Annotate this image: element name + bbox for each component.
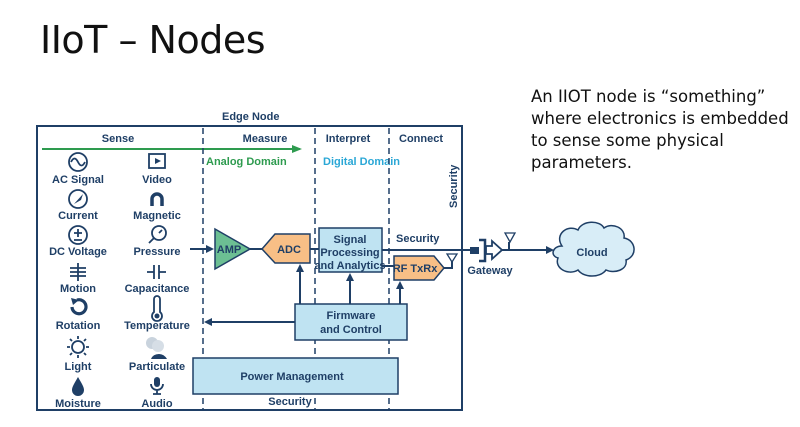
sensor-magnetic: Magnetic	[133, 192, 181, 222]
svg-text:Rotation: Rotation	[56, 320, 101, 332]
video-icon	[148, 153, 166, 169]
sensor-video: Video	[142, 153, 172, 186]
svg-text:Capacitance: Capacitance	[125, 283, 190, 295]
svg-text:Light: Light	[65, 361, 92, 373]
section-sense: Sense	[102, 133, 134, 145]
analog-domain-label: Analog Domain	[206, 156, 287, 168]
svg-text:Video: Video	[142, 174, 172, 186]
svg-text:Magnetic: Magnetic	[133, 210, 181, 222]
security-connect-label: Security	[396, 233, 440, 245]
sensor-particulate: Particulate	[129, 337, 185, 373]
cloud-icon[interactable]	[552, 221, 635, 277]
pressure-gauge-icon	[148, 225, 167, 244]
rotation-icon	[70, 298, 88, 316]
svg-text:Moisture: Moisture	[55, 398, 101, 410]
sensor-ac-signal: AC Signal	[52, 152, 104, 186]
particulate-icon	[146, 337, 167, 359]
capacitor-icon	[147, 265, 166, 279]
sensor-audio: Audio	[141, 377, 173, 410]
sun-icon	[67, 336, 89, 358]
security-bottom-label: Security	[268, 396, 312, 408]
signal-processing-block[interactable]	[318, 227, 383, 273]
gateway-icon[interactable]	[470, 232, 517, 263]
edge-node-label: Edge Node	[222, 111, 279, 123]
sensor-current: Current	[58, 189, 98, 222]
svg-text:Audio: Audio	[141, 398, 172, 410]
section-measure: Measure	[243, 133, 288, 145]
sensor-temperature: Temperature	[124, 295, 190, 332]
current-icon	[68, 189, 88, 209]
amp-block[interactable]	[214, 227, 252, 271]
svg-text:and Analytics: and Analytics	[314, 260, 385, 272]
sensor-motion: Motion	[60, 263, 96, 295]
svg-text:Current: Current	[58, 210, 98, 222]
svg-text:AC Signal: AC Signal	[52, 174, 104, 186]
cloud-label: Cloud	[576, 247, 607, 259]
power-management-label: Power Management	[240, 371, 344, 383]
svg-text:Pressure: Pressure	[133, 246, 180, 258]
security-vertical-label: Security	[448, 164, 460, 208]
sensor-pressure: Pressure	[133, 225, 181, 258]
slide-title: IIoT – Nodes	[40, 18, 266, 62]
svg-text:Signal: Signal	[333, 234, 366, 246]
svg-text:Temperature: Temperature	[124, 320, 190, 332]
svg-text:Particulate: Particulate	[129, 361, 185, 373]
svg-text:Firmware: Firmware	[327, 310, 376, 322]
rf-txrx-label: RF TxRx	[393, 263, 439, 275]
svg-text:DC Voltage: DC Voltage	[49, 246, 107, 258]
sensor-moisture: Moisture	[55, 377, 101, 410]
gateway-label: Gateway	[467, 265, 513, 277]
thermometer-icon	[151, 295, 163, 322]
firmware-control-block[interactable]	[294, 303, 408, 341]
rf-antenna-icon	[445, 253, 459, 264]
microphone-icon	[150, 377, 164, 395]
edge-node-frame	[36, 125, 463, 411]
dc-voltage-icon	[68, 225, 88, 245]
magnet-icon	[150, 192, 164, 206]
sensor-rotation: Rotation	[56, 298, 101, 332]
section-connect: Connect	[399, 133, 443, 145]
motion-icon	[70, 263, 86, 281]
sensor-capacitance: Capacitance	[125, 265, 190, 295]
digital-domain-label: Digital Domain	[323, 156, 400, 168]
rf-txrx-block[interactable]	[393, 255, 445, 281]
ac-signal-icon	[68, 152, 88, 172]
slide-description: An IIOT node is “something” where electr…	[531, 87, 789, 172]
section-interpret: Interpret	[326, 133, 371, 145]
svg-text:Motion: Motion	[60, 283, 96, 295]
droplet-icon	[72, 377, 84, 396]
adc-label: ADC	[277, 244, 301, 256]
power-management-block[interactable]	[192, 357, 399, 395]
sensor-light: Light	[65, 336, 92, 373]
svg-text:Processing: Processing	[320, 247, 379, 259]
svg-text:and Control: and Control	[320, 324, 382, 336]
amp-label: AMP	[217, 244, 241, 256]
sensor-dc-voltage: DC Voltage	[49, 225, 107, 258]
